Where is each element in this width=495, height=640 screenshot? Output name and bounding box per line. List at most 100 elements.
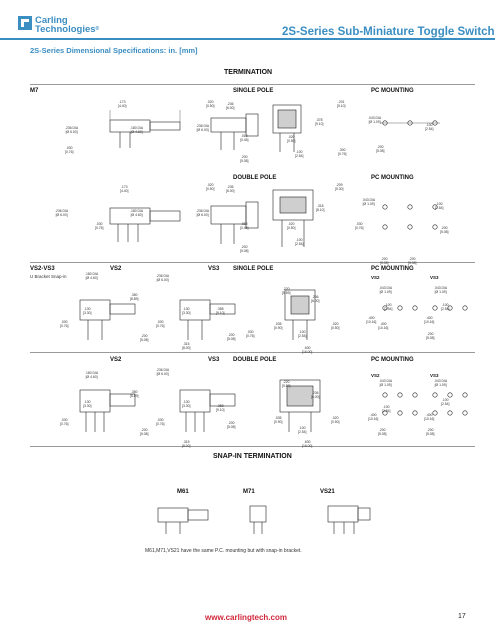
snap-in-heading: SNAP-IN TERMINATION xyxy=(213,453,292,460)
dimension-callout: .030[0.76] xyxy=(60,418,69,426)
dimension-callout: .300[0.76] xyxy=(338,148,347,156)
dimension-callout: .400[10.16] xyxy=(366,316,377,324)
dimension-callout: .030[0.76] xyxy=(60,320,69,328)
vs-dp-pc-vs2: VS2 xyxy=(371,373,380,378)
dimension-callout: .378[9.10] xyxy=(315,118,324,126)
carling-logo-icon xyxy=(18,16,32,30)
dimension-callout: .130[3.30] xyxy=(83,307,92,315)
vs-sp-pc-vs3: VS3 xyxy=(430,275,439,280)
termination-heading: TERMINATION xyxy=(224,69,273,76)
m7-single-pole-label: SINGLE POLE xyxy=(233,88,274,94)
header-rule xyxy=(0,38,495,40)
dimension-callout: .020[0.50] xyxy=(287,222,296,230)
snap-in-label-m71: M71 xyxy=(243,489,255,495)
dimension-callout: .236 DIA[Ø 6.00] xyxy=(65,126,79,134)
dimension-callout: .030[0.76] xyxy=(156,320,165,328)
brand-line1: Carling xyxy=(35,15,68,26)
vs-label: VS2-VS3 xyxy=(30,266,55,272)
m7-sp-end-view xyxy=(272,104,302,152)
dimension-callout: .350[8.89] xyxy=(130,293,139,301)
dimension-callout: .200[5.08] xyxy=(380,257,389,265)
dimension-callout: .201[5.10] xyxy=(337,100,346,108)
m61-drawing xyxy=(157,507,209,534)
dimension-callout: .200[5.08] xyxy=(240,155,249,163)
m7-sp-side-view xyxy=(109,110,181,148)
dimension-callout: .020[0.50] xyxy=(287,135,296,143)
dimension-callout: .200[5.08] xyxy=(227,421,236,429)
dimension-callout: .350[8.89] xyxy=(130,390,139,398)
m7-pc-mounting-label: PC MOUNTING xyxy=(371,88,414,94)
dimension-callout: .100[2.54] xyxy=(384,303,393,311)
dimension-callout: .236[6.00] xyxy=(311,391,320,399)
vs3-sp-drawing xyxy=(179,299,236,340)
page-number: 17 xyxy=(458,613,466,620)
vs2-sp-drawing xyxy=(79,299,136,340)
dimension-callout: .180 DIA[Ø 4.60] xyxy=(130,209,144,217)
dimension-callout: .200[5.08] xyxy=(440,226,449,234)
dimension-callout: .100[2.54] xyxy=(298,426,307,434)
dimension-callout: .100[2.54] xyxy=(295,238,304,246)
divider xyxy=(30,262,475,263)
dimension-callout: .180 DIA[Ø 4.60] xyxy=(130,126,144,134)
dimension-callout: .018[0.45] xyxy=(240,134,249,142)
vs-dp-pc-pattern xyxy=(382,392,468,416)
dimension-callout: .030[0.76] xyxy=(65,146,74,154)
m7-sp-front-view xyxy=(210,113,259,150)
dimension-callout: .100[2.54] xyxy=(441,303,450,311)
vs-sublabel: U Bracket Snap-in xyxy=(30,274,67,279)
snap-in-label-vs21: VS21 xyxy=(320,489,335,495)
dimension-callout: .100[2.54] xyxy=(425,123,434,131)
m7-double-pole-label: DOUBLE POLE xyxy=(233,175,277,181)
dimension-callout: .173[4.40] xyxy=(118,100,127,108)
dimension-callout: .020[0.50] xyxy=(331,322,340,330)
dimension-callout: .200[5.08] xyxy=(140,428,149,436)
brand-logo: Carling Technologies® xyxy=(18,15,99,41)
dimension-callout: .630[16.00] xyxy=(302,346,313,354)
vs2-label: VS2 xyxy=(110,266,122,272)
dimension-callout: .030[0.76] xyxy=(156,418,165,426)
vs2-dp-label: VS2 xyxy=(110,357,122,363)
vs-single-pole-label: SINGLE POLE xyxy=(233,266,274,272)
dimension-callout: .100[2.54] xyxy=(295,150,304,158)
dimension-callout: .043 DIA[Ø 1.09] xyxy=(368,116,382,124)
m7-dp-side-view xyxy=(109,207,181,242)
vs-dp-pc-mounting-label: PC MOUNTING xyxy=(371,357,414,363)
brand-line2: Technologies xyxy=(35,24,96,35)
m7-dp-end-view xyxy=(272,189,314,247)
dimension-callout: .100[2.54] xyxy=(435,202,444,210)
divider xyxy=(30,446,475,447)
dimension-callout: .030[0.76] xyxy=(355,222,364,230)
dimension-callout: .315[8.00] xyxy=(182,342,191,350)
vs-dp-pc-vs3: VS3 xyxy=(430,373,439,378)
dimension-callout: .043 DIA[Ø 1.09] xyxy=(434,286,448,294)
dimension-callout: .200[5.08] xyxy=(426,332,435,340)
footer-url[interactable]: www.carlingtech.com xyxy=(205,613,287,622)
dimension-callout: .035[0.90] xyxy=(274,322,283,330)
brand-trademark: ® xyxy=(95,26,100,32)
vs-sp-end-view xyxy=(284,289,316,340)
dimension-callout: .100[2.54] xyxy=(441,398,450,406)
vs-sp-pc-pattern xyxy=(382,305,468,311)
vs2-dp-drawing xyxy=(79,389,136,432)
dimension-callout: .180 DIA[Ø 4.60] xyxy=(85,371,99,379)
dimension-callout: .236 DIA[Ø 6.00] xyxy=(156,274,170,282)
dimension-callout: .043 DIA[Ø 1.09] xyxy=(379,379,393,387)
dimension-callout: .130[3.30] xyxy=(182,307,191,315)
snap-in-note: M61,M71,VS21 have the same P.C. mounting… xyxy=(145,548,302,554)
dimension-callout: .400[10.16] xyxy=(378,322,389,330)
dimension-callout: .130[3.30] xyxy=(182,400,191,408)
vs-sp-pc-vs2: VS2 xyxy=(371,275,380,280)
dimension-callout: .220[5.59] xyxy=(282,380,291,388)
dimension-callout: .236 DIA[Ø 6.00] xyxy=(156,368,170,376)
dimension-callout: .200[5.08] xyxy=(140,334,149,342)
dimension-callout: .200[5.08] xyxy=(378,428,387,436)
snap-in-label-m61: M61 xyxy=(177,489,189,495)
section-title: 2S-Series Dimensional Specifications: in… xyxy=(30,46,198,55)
dimension-callout: .630[16.00] xyxy=(302,440,313,448)
vs21-drawing xyxy=(327,505,371,534)
dimension-callout: .400[10.16] xyxy=(424,316,435,324)
divider xyxy=(30,352,475,353)
dimension-callout: .043 DIA[Ø 1.09] xyxy=(434,379,448,387)
dimension-callout: .020[0.50] xyxy=(206,183,215,191)
m71-drawing xyxy=(249,505,267,534)
